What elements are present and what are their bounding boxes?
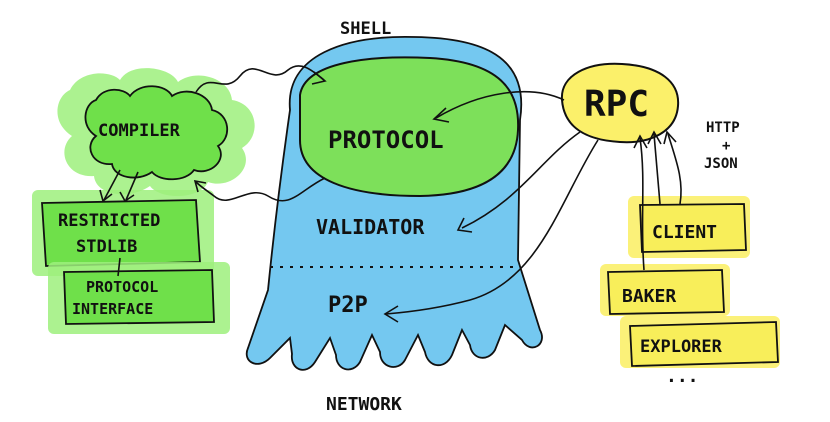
compiler-to-stdlib-arrow-1 xyxy=(103,169,121,201)
arrowhead xyxy=(383,305,399,323)
network-label: NETWORK xyxy=(326,394,402,415)
more-clients-ellipsis: ... xyxy=(666,366,699,387)
rpc-circle xyxy=(560,62,680,144)
protocol-interface-box xyxy=(63,269,215,325)
client-box xyxy=(639,203,747,253)
json-label: JSON xyxy=(704,156,738,172)
interface-label-line2: INTERFACE xyxy=(72,300,153,318)
rpc-to-protocol-arrow xyxy=(435,90,565,119)
arrowhead xyxy=(663,130,677,145)
rpc-to-validator-arrow xyxy=(461,131,581,229)
interface-label-line1: PROTOCOL xyxy=(86,278,158,296)
plus-label: + xyxy=(722,138,730,154)
arrowhead xyxy=(456,217,473,233)
client-to-rpc-arrow xyxy=(653,133,661,205)
client-label: CLIENT xyxy=(652,222,717,243)
protocol-to-compiler-arrow xyxy=(195,177,326,202)
http-label: HTTP xyxy=(706,120,740,136)
stdlib-to-interface-arrow xyxy=(117,257,121,277)
compiler-to-protocol-arrow xyxy=(195,65,325,93)
restricted-label-line1: RESTRICTED xyxy=(58,211,160,231)
arrowhead xyxy=(193,179,207,193)
baker-label: BAKER xyxy=(622,286,676,307)
rpc-label: RPC xyxy=(584,84,649,125)
compiler-label: COMPILER xyxy=(98,121,181,141)
protocol-label: PROTOCOL xyxy=(328,126,444,154)
compiler-to-stdlib-arrow-2 xyxy=(125,171,139,201)
shell-label: SHELL xyxy=(340,19,391,39)
explorer-to-rpc-arrow xyxy=(667,133,682,205)
validator-label: VALIDATOR xyxy=(316,215,425,239)
protocol-bubble xyxy=(299,56,520,198)
arrowhead xyxy=(119,191,135,203)
arrowhead xyxy=(311,71,327,85)
arrowhead xyxy=(432,107,450,123)
baker-box xyxy=(607,269,725,315)
baker-to-rpc-arrow xyxy=(639,137,645,271)
arrowhead xyxy=(99,189,113,203)
arrowhead xyxy=(647,130,662,145)
explorer-label: EXPLORER xyxy=(640,337,723,357)
restricted-label-line2: STDLIB xyxy=(76,237,137,257)
p2p-label: P2P xyxy=(328,293,368,318)
arrowhead xyxy=(633,134,648,149)
explorer-box xyxy=(629,321,779,367)
rpc-to-p2p-arrow xyxy=(385,139,599,315)
compiler-cloud xyxy=(84,85,228,181)
